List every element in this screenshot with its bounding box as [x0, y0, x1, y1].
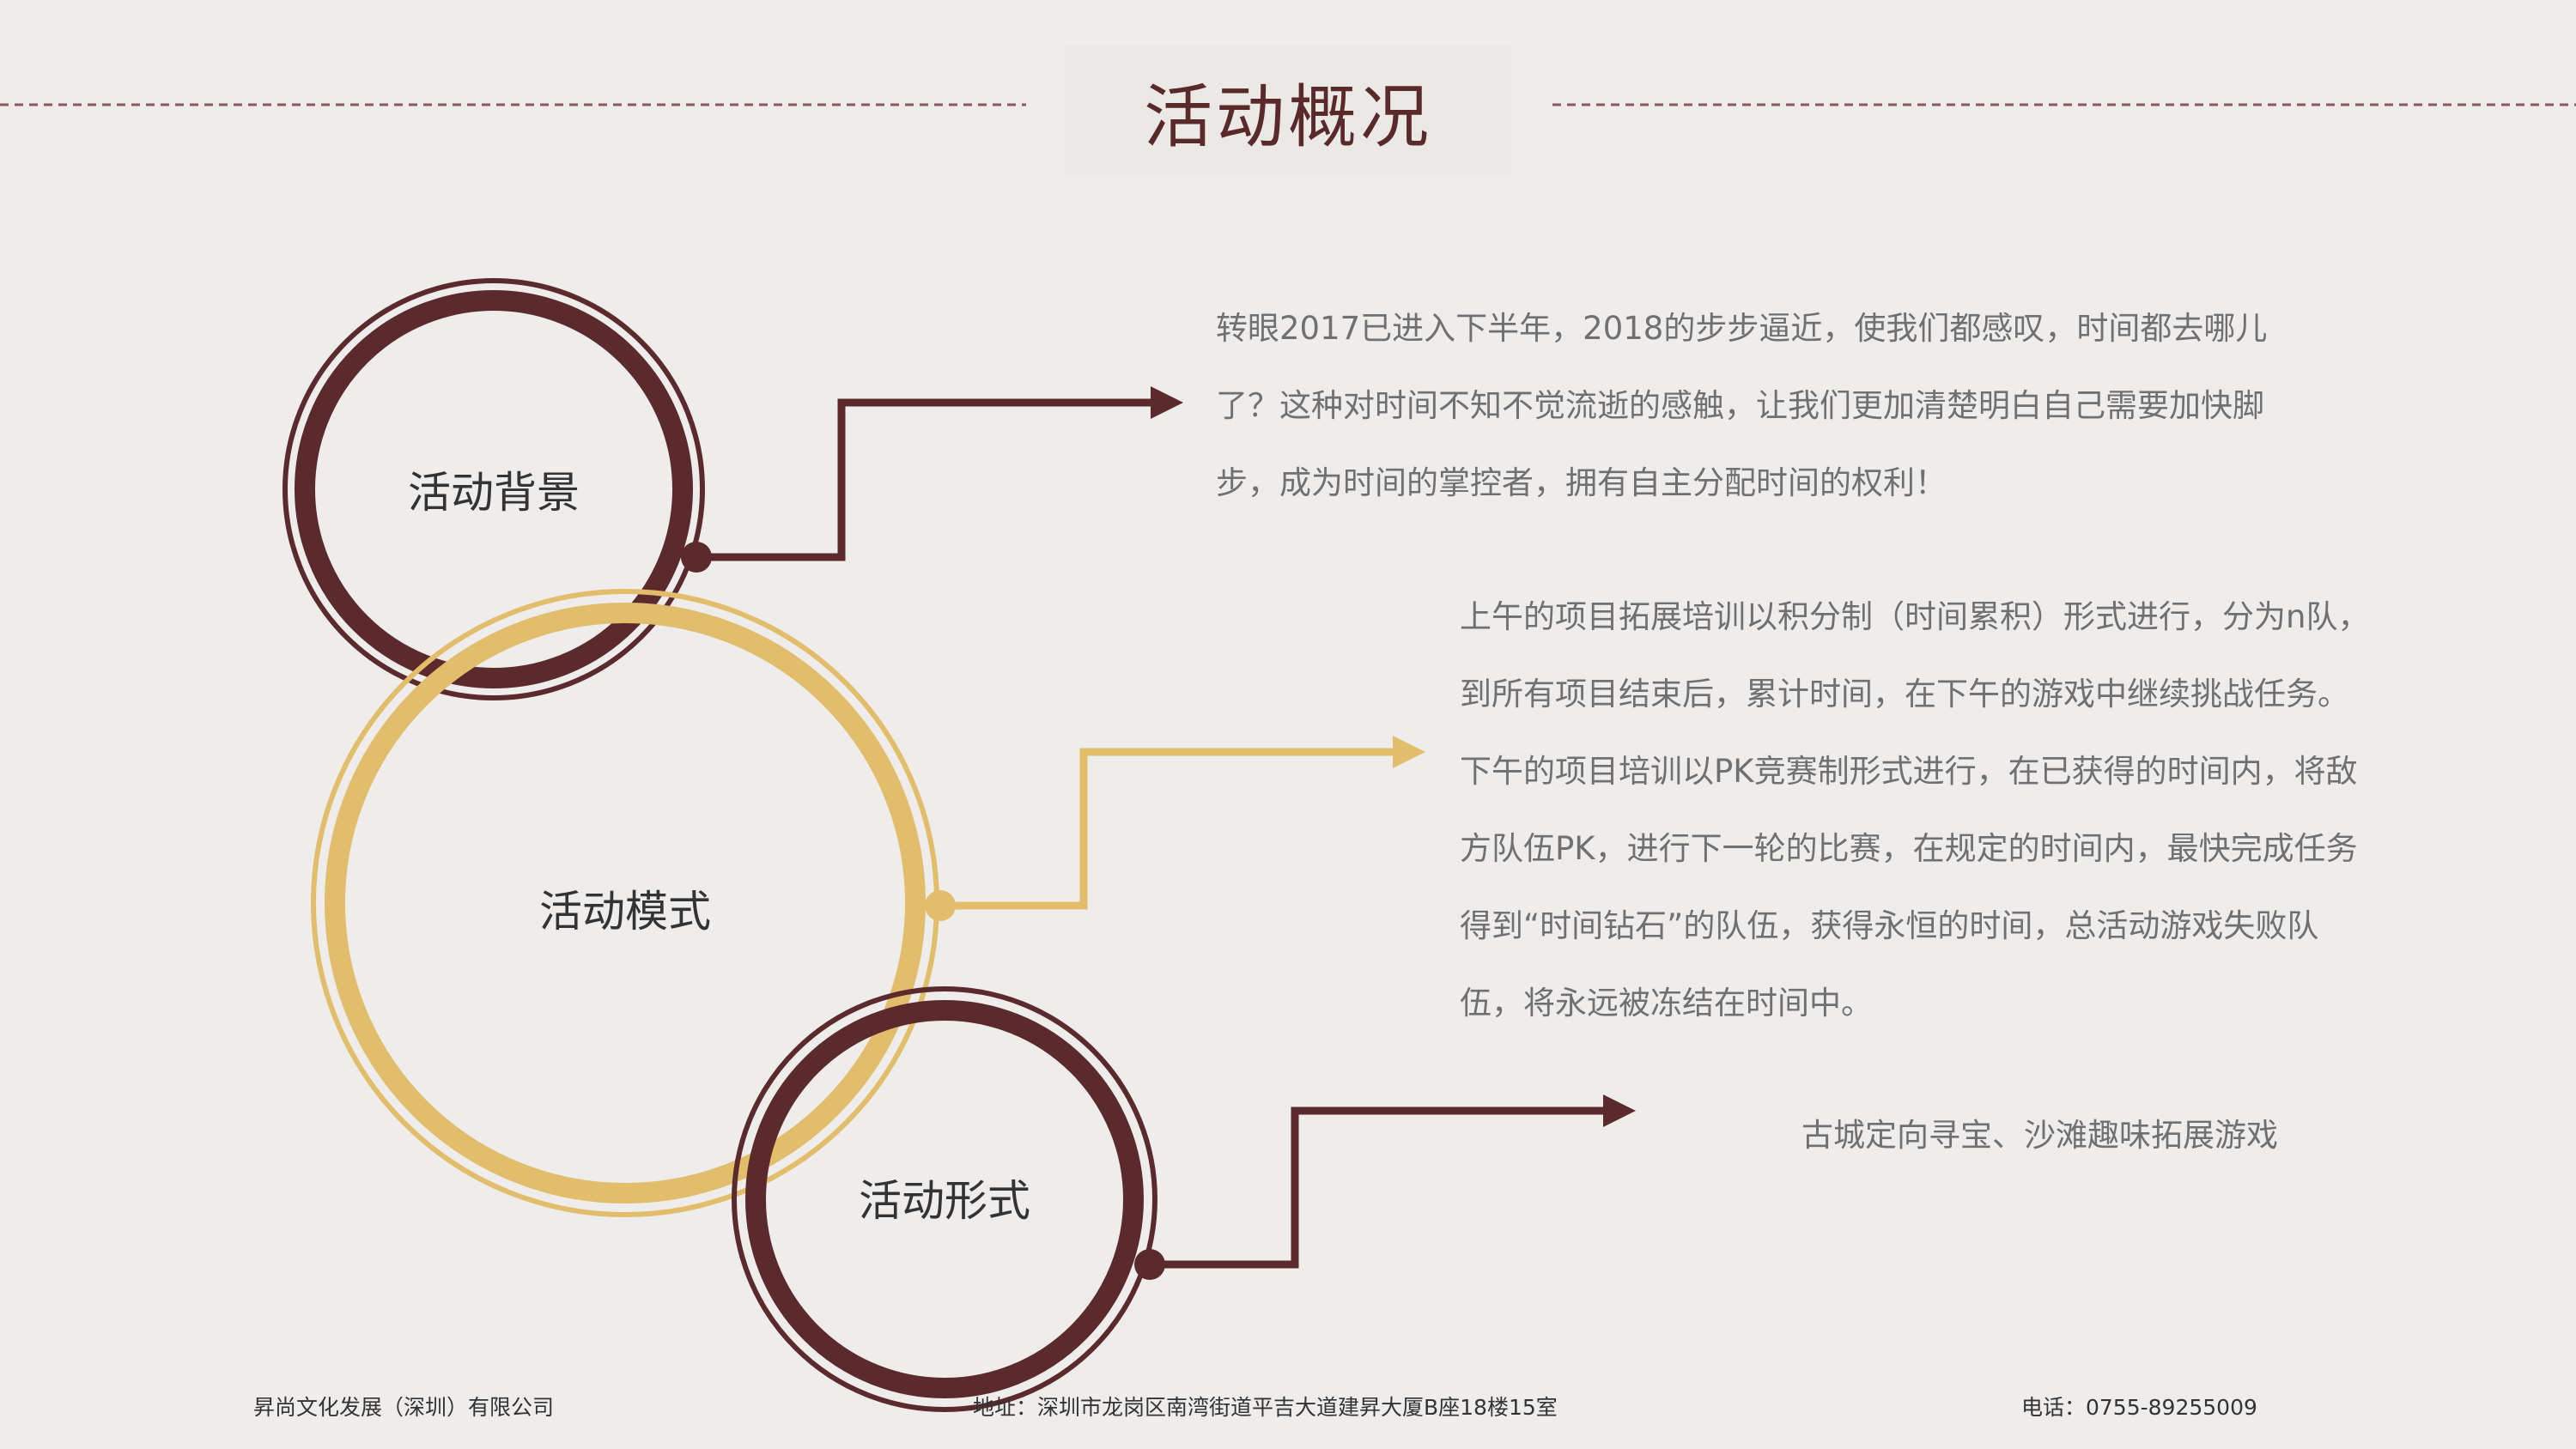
mode-text-line: 得到“时间钻石”的队伍，获得永恒的时间，总活动游戏失败队 — [1460, 907, 2319, 944]
mode-text-line: 上午的项目拓展培训以积分制（时间累积）形式进行，分为n队， — [1460, 598, 2370, 635]
mode-label: 活动模式 — [539, 887, 711, 937]
form-connector — [1134, 1094, 1636, 1280]
footer-address: 地址：深圳市龙岗区南湾街道平吉大道建昇大厦B座18楼15室 — [973, 1395, 1558, 1420]
title-box: 活动概况 — [1065, 47, 1511, 176]
form-text-line: 古城定向寻宝、沙滩趣味拓展游戏 — [1801, 1117, 2278, 1154]
background-label: 活动背景 — [408, 468, 580, 518]
background-text-line: 了？这种对时间不知不觉流逝的感触，让我们更加清楚明白自己需要加快脚 — [1216, 387, 2264, 424]
footer-company: 昇尚文化发展（深圳）有限公司 — [253, 1395, 555, 1420]
background-text: 转眼2017已进入下半年，2018的步步逼近，使我们都感叹，时间都去哪儿 了？这… — [1216, 290, 2267, 522]
mode-text-line: 下午的项目培训以PK竞赛制形式进行，在已获得的时间内，将敌 — [1460, 753, 2358, 790]
footer-phone: 电话：0755-89255009 — [2021, 1395, 2257, 1420]
mode-connector — [925, 736, 1425, 921]
mode-text: 上午的项目拓展培训以积分制（时间累积）形式进行，分为n队， 到所有项目结束后，累… — [1460, 579, 2369, 1042]
page-title: 活动概况 — [1144, 77, 1432, 157]
background-text-line: 转眼2017已进入下半年，2018的步步逼近，使我们都感叹，时间都去哪儿 — [1216, 310, 2268, 347]
background-circle — [283, 278, 705, 700]
background-connector — [681, 386, 1183, 573]
form-label: 活动形式 — [859, 1176, 1030, 1226]
mode-text-line: 方队伍PK，进行下一轮的比赛，在规定的时间内，最快完成任务 — [1460, 830, 2358, 867]
mode-text-line: 到所有项目结束后，累计时间，在下午的游戏中继续挑战任务。 — [1460, 676, 2349, 712]
form-circle — [732, 986, 1157, 1412]
background-text-line: 步，成为时间的掌控者，拥有自主分配时间的权利！ — [1216, 464, 1947, 501]
mode-text-line: 伍，将永远被冻结在时间中。 — [1460, 985, 1873, 1022]
form-text: 古城定向寻宝、沙滩趣味拓展游戏 — [1801, 1097, 2278, 1174]
